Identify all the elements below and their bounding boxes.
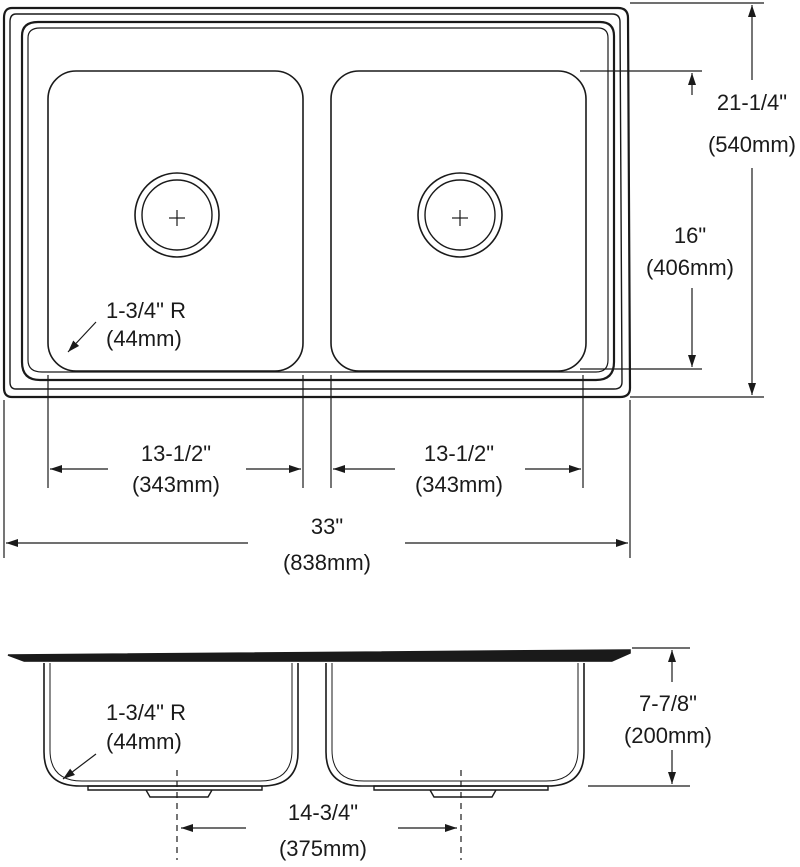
overall-width-imperial: 33"	[311, 514, 343, 539]
corner-radius-metric: (44mm)	[106, 326, 182, 351]
side-view-dimension-lines	[62, 647, 690, 860]
bowl-height-imperial: 7-7/8"	[639, 691, 697, 716]
corner-radius-imperial: 1-3/4" R	[106, 298, 186, 323]
sink-outer-rim	[2, 6, 632, 399]
left-bowl-width-imperial: 13-1/2"	[141, 441, 211, 466]
overall-depth-metric: (540mm)	[708, 132, 796, 157]
side-right-bowl-inner	[331, 663, 579, 782]
left-bowl-width-metric: (343mm)	[132, 472, 220, 497]
bowl-depth-imperial: 16"	[674, 223, 706, 248]
side-view	[7, 649, 631, 798]
sink-rim-inner-line	[9, 13, 623, 390]
top-view-labels: 21-1/4" (540mm) 16" (406mm) 1-3/4" R (44…	[106, 90, 796, 575]
overall-depth-imperial: 21-1/4"	[717, 90, 787, 115]
side-view-labels: 1-3/4" R (44mm) 7-7/8" (200mm) 14-3/4" (…	[106, 691, 712, 861]
right-drain-cross-icon	[452, 210, 468, 226]
left-bowl	[47, 70, 304, 372]
left-drain-inner	[141, 179, 213, 251]
top-view	[2, 6, 632, 399]
right-bowl-width-imperial: 13-1/2"	[424, 441, 494, 466]
left-drain-outer	[134, 172, 220, 258]
sink-deck-inner-line	[27, 27, 609, 373]
left-drain-cross-icon	[169, 210, 185, 226]
bowl-depth-metric: (406mm)	[646, 255, 734, 280]
drain-spacing-metric: (375mm)	[279, 836, 367, 861]
right-drain-outer	[417, 172, 503, 258]
right-bowl	[330, 70, 587, 372]
side-left-drain-body	[87, 785, 263, 798]
sink-deck-outline	[20, 20, 616, 382]
right-bowl-width-metric: (343mm)	[415, 472, 503, 497]
side-left-bowl-inner	[49, 663, 293, 782]
top-view-dimension-lines	[3, 2, 764, 558]
bowl-height-metric: (200mm)	[624, 723, 712, 748]
side-right-drain-body	[373, 785, 549, 798]
drain-spacing-imperial: 14-3/4"	[288, 800, 358, 825]
side-corner-radius-metric: (44mm)	[106, 729, 182, 754]
side-corner-radius-imperial: 1-3/4" R	[106, 700, 186, 725]
overall-width-metric: (838mm)	[283, 550, 371, 575]
side-right-bowl	[325, 663, 585, 787]
right-drain-inner	[424, 179, 496, 251]
sink-flange	[7, 649, 631, 662]
